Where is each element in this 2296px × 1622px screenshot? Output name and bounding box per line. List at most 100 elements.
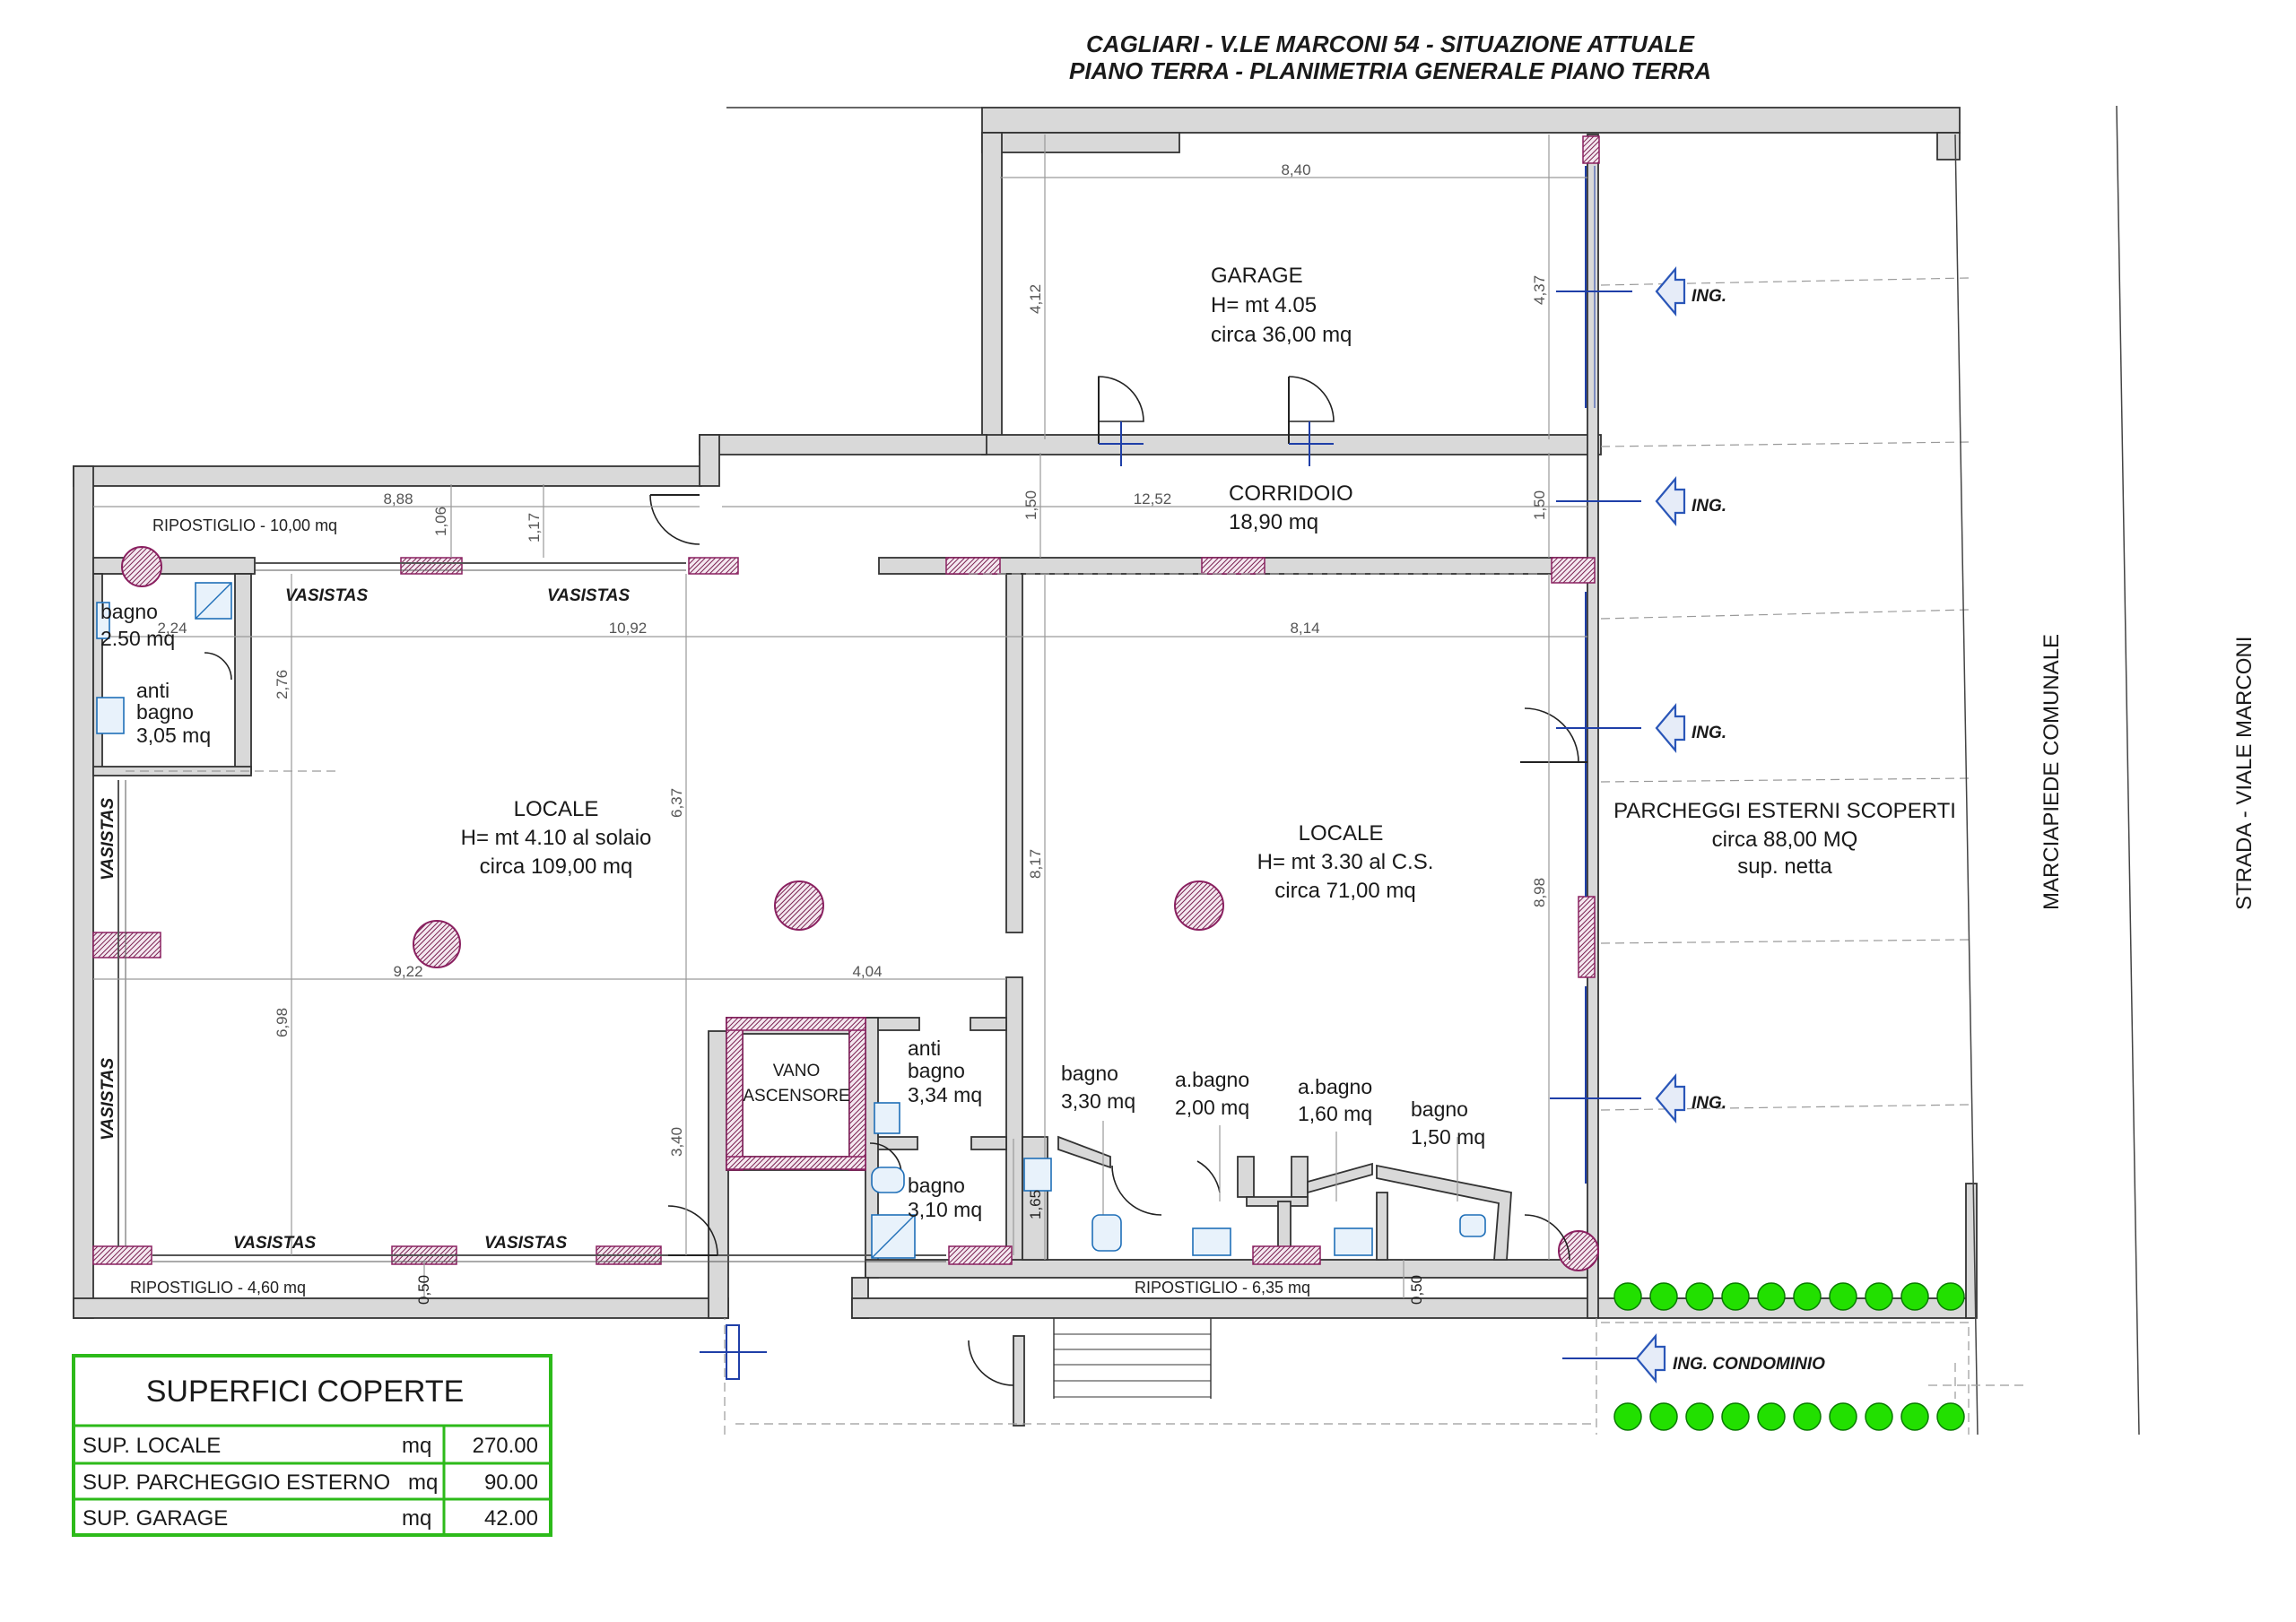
dimension-text: 1,50 [1531, 490, 1548, 520]
corridoio-name: CORRIDOIO [1229, 481, 1353, 506]
locale-right-area: circa 71,00 mq [1274, 879, 1415, 903]
dimension-text: 9,22 [393, 963, 422, 980]
dimension-text: 4,04 [852, 963, 882, 980]
vasistas-label: VASISTAS [547, 586, 631, 605]
dimension-text: 4,12 [1027, 284, 1044, 314]
dimension-lines [93, 134, 1587, 1298]
vasistas-label: VASISTAS [285, 586, 369, 605]
dimension-text: 12,52 [1134, 490, 1172, 507]
locale-left-height: H= mt 4.10 al solaio [461, 826, 652, 850]
hedge-tree-icon [1900, 1402, 1929, 1431]
dimension-text: 0,50 [1408, 1275, 1425, 1305]
dimension-text: 8,14 [1290, 620, 1319, 637]
antibagno-mid-l1: anti [908, 1037, 941, 1060]
ing-label: ING. [1692, 497, 1726, 516]
hedge-tree-icon [1936, 1282, 1965, 1311]
abagno-2-area: 1,60 mq [1298, 1102, 1372, 1125]
legend-row-label: SUP. LOCALE [83, 1434, 221, 1458]
abagno-2-name: a.bagno [1298, 1075, 1372, 1098]
garage-height: H= mt 4.05 [1211, 293, 1317, 317]
legend-row-unit: mq [402, 1506, 431, 1531]
plan-title-line1: CAGLIARI - V.LE MARCONI 54 - SITUAZIONE … [1086, 30, 1695, 57]
dimension-text: 1,06 [432, 507, 449, 536]
dimension-text: 1,17 [526, 513, 543, 542]
legend-row-label: SUP. GARAGE [83, 1506, 228, 1531]
vano-ascensore-line1: VANO [773, 1062, 820, 1080]
legend-row-unit: mq [402, 1434, 431, 1458]
doors [204, 376, 1587, 1386]
pillars [92, 135, 1600, 1271]
corridoio-area: 18,90 mq [1229, 510, 1318, 534]
bagno-mid-area: 3,10 mq [908, 1198, 982, 1221]
legend-row-value: 270.00 [473, 1434, 538, 1458]
antibagno-left-l2: bagno [136, 700, 194, 724]
entry-arrows [1635, 265, 1686, 1384]
antibagno-mid-area: 3,34 mq [908, 1083, 982, 1106]
locale-right-height: H= mt 3.30 al C.S. [1257, 850, 1434, 874]
antibagno-mid-l2: bagno [908, 1059, 965, 1082]
ing-label: ING. [1692, 724, 1726, 742]
hedge-tree-icon [1793, 1402, 1822, 1431]
hedge-tree-icon [1721, 1402, 1750, 1431]
bagno-mid-name: bagno [908, 1174, 965, 1197]
hedge-tree-icon [1685, 1402, 1714, 1431]
legend-row-label: SUP. PARCHEGGIO ESTERNO [83, 1470, 390, 1495]
entry-markers [700, 291, 1650, 1380]
abagno-1-name: a.bagno [1175, 1068, 1249, 1091]
dimension-text: 4,37 [1531, 275, 1548, 305]
marciapiede-label: MARCIAPIEDE COMUNALE [2039, 634, 2064, 910]
vasistas-label: VASISTAS [99, 1057, 117, 1141]
hedge-tree-icon [1900, 1282, 1929, 1311]
ing-label: ING. [1692, 287, 1726, 306]
hedge-tree-icon [1613, 1282, 1642, 1311]
vasistas-label: VASISTAS [484, 1234, 568, 1253]
vano-ascensore-line2: ASCENSORE [743, 1087, 849, 1106]
hedge-tree-icon [1865, 1282, 1893, 1311]
abagno-1-area: 2,00 mq [1175, 1096, 1249, 1119]
antibagno-left-l1: anti [136, 679, 170, 702]
walls [73, 107, 1978, 1427]
dimension-text: 2,76 [274, 670, 291, 699]
hedge-tree-icon [1865, 1402, 1893, 1431]
hedge-tree-icon [1757, 1402, 1786, 1431]
dashed-lines [126, 105, 2140, 1436]
vasistas-label: VASISTAS [233, 1234, 317, 1253]
dimension-text: 6,98 [274, 1008, 291, 1037]
garage-name: GARAGE [1211, 264, 1303, 288]
plan-title-line2: PIANO TERRA - PLANIMETRIA GENERALE PIANO… [1069, 57, 1711, 84]
hedge-tree-icon [1936, 1402, 1965, 1431]
hedge-tree-icon [1829, 1402, 1857, 1431]
hedge-tree-icon [1649, 1402, 1678, 1431]
hedge-tree-icon [1613, 1402, 1642, 1431]
dimension-text: 10,92 [609, 620, 648, 637]
bagno-left-area: 2.50 mq [100, 627, 175, 650]
window-frames [117, 166, 1596, 1262]
antibagno-left-area: 3,05 mq [136, 724, 211, 747]
ripostiglio-top-label: RIPOSTIGLIO - 10,00 mq [152, 516, 337, 534]
legend-title: SUPERFICI COPERTE [146, 1375, 465, 1409]
parcheggi-area: circa 88,00 MQ [1712, 828, 1858, 852]
ing-condominio-label: ING. CONDOMINIO [1673, 1355, 1825, 1374]
dimension-text: 8,17 [1027, 849, 1044, 879]
legend-row-value: 42.00 [484, 1506, 538, 1531]
hedge-tree-icon [1793, 1282, 1822, 1311]
hedge-tree-icon [1757, 1282, 1786, 1311]
dimension-text: 8,40 [1281, 161, 1310, 178]
hedge-tree-icon [1721, 1282, 1750, 1311]
ripostiglio-bottom-right-label: RIPOSTIGLIO - 6,35 mq [1135, 1279, 1310, 1297]
dimension-text: 0,50 [415, 1275, 432, 1305]
dimension-text: 8,88 [383, 490, 413, 507]
locale-right-name: LOCALE [1299, 821, 1384, 846]
dimension-text: 6,37 [668, 788, 685, 818]
surface-legend-table: SUPERFICI COPERTE SUP. LOCALE mq 270.00 … [72, 1354, 552, 1537]
dimension-text: 3,40 [668, 1127, 685, 1157]
dimension-text: 1,50 [1022, 490, 1039, 520]
hedge-tree-icon [1685, 1282, 1714, 1311]
dimension-text: 8,98 [1531, 878, 1548, 907]
hedge-tree-icon [1649, 1282, 1678, 1311]
bagno-left-name: bagno [100, 600, 158, 623]
hedge-tree-icon [1829, 1282, 1857, 1311]
ing-label: ING. [1692, 1094, 1726, 1113]
bagno-1-area: 3,30 mq [1061, 1089, 1135, 1113]
